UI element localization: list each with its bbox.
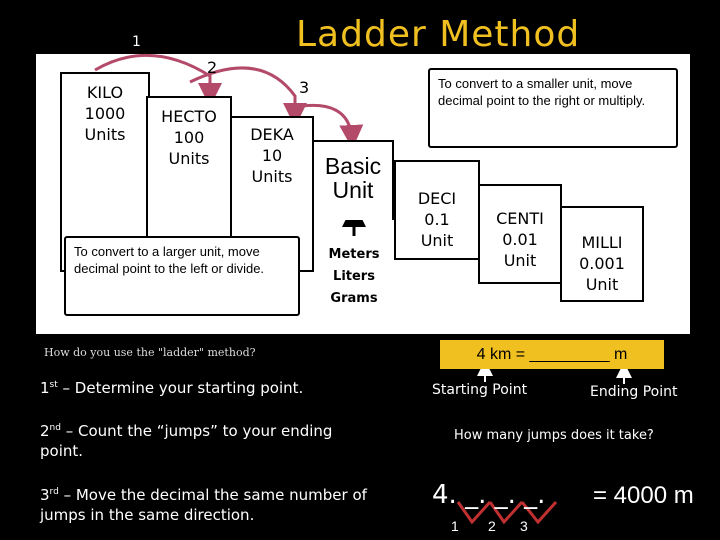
deka-units: Units xyxy=(251,167,293,186)
note-larger-line-1: To convert to a larger unit, move xyxy=(74,244,260,259)
milli-label: MILLI xyxy=(581,233,623,252)
deci-label: DECI xyxy=(417,189,457,208)
note-larger-unit: To convert to a larger unit, move decima… xyxy=(64,236,300,316)
jump-arc-1 xyxy=(94,53,222,107)
step-3: 3rd – Move the decimal the same number o… xyxy=(40,486,367,524)
answer-left: 4. _. _. _. xyxy=(432,480,546,510)
step-1: 1st – Determine your starting point. xyxy=(40,379,304,397)
jump-arc-3 xyxy=(289,103,364,149)
step-2: 2nd – Count the “jumps” to your ending p… xyxy=(40,422,333,460)
centi-units: Unit xyxy=(503,251,537,270)
liters-label: Liters xyxy=(333,269,375,284)
milli-step: MILLI 0.001 Unit xyxy=(560,206,644,302)
ending-point-label: Ending Point xyxy=(590,384,678,400)
milli-value: 0.001 xyxy=(579,254,625,273)
kilo-units: Units xyxy=(84,125,126,144)
kilo-label: KILO xyxy=(86,83,124,102)
meters-label: Meters xyxy=(328,247,380,262)
basic-units-list: Meters Liters Grams xyxy=(318,244,390,310)
answer-jump-label-2: 2 xyxy=(488,518,496,534)
centi-step: CENTI 0.01 Unit xyxy=(478,184,562,284)
answer-jump-label-3: 3 xyxy=(520,518,528,534)
deci-units: Unit xyxy=(420,231,454,250)
jumps-question: How many jumps does it take? xyxy=(454,428,654,443)
note-smaller-unit: To convert to a smaller unit, move decim… xyxy=(428,68,678,148)
hecto-units: Units xyxy=(168,149,210,168)
kilo-value: 1000 xyxy=(84,104,126,123)
note-smaller-line-2: decimal point to the right or multiply. xyxy=(438,93,646,108)
note-larger-line-2: decimal point to the left or divide. xyxy=(74,261,265,276)
hecto-label: HECTO xyxy=(161,107,217,126)
answer-right: = 4000 m xyxy=(593,482,694,509)
deka-label: DEKA xyxy=(250,125,294,144)
answer-jump-3 xyxy=(520,500,558,525)
answer-jump-1 xyxy=(456,500,492,525)
basic-step: Basic Unit xyxy=(312,140,394,220)
jump-arc-2 xyxy=(189,66,307,127)
page-title: Ladder Method xyxy=(296,14,581,55)
centi-value: 0.01 xyxy=(502,230,538,249)
answer-jump-2 xyxy=(488,500,524,525)
milli-units: Unit xyxy=(585,275,619,294)
answer-jump-label-1: 1 xyxy=(451,518,459,534)
jump-number-1: 1 xyxy=(132,34,141,50)
grams-label: Grams xyxy=(330,291,378,306)
deci-step: DECI 0.1 Unit xyxy=(394,160,480,260)
jump-number-3: 3 xyxy=(299,78,310,97)
starting-point-label: Starting Point xyxy=(432,382,528,398)
basic-unit-label: Unit xyxy=(332,177,374,203)
deci-value: 0.1 xyxy=(424,210,450,229)
note-smaller-line-1: To convert to a smaller unit, move xyxy=(438,76,633,91)
basic-label: Basic xyxy=(324,153,382,179)
hecto-value: 100 xyxy=(173,128,205,147)
centi-label: CENTI xyxy=(496,209,544,228)
deka-value: 10 xyxy=(261,146,283,165)
example-problem: 4 km = _________ m xyxy=(440,340,664,369)
question-text: How do you use the "ladder" method? xyxy=(44,346,256,359)
jump-number-2: 2 xyxy=(207,58,218,77)
